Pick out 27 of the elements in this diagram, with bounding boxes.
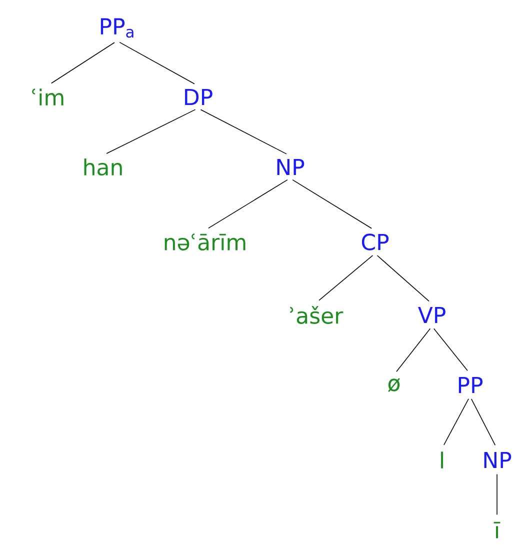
tree-branch <box>106 109 196 154</box>
tree-branch <box>470 398 496 446</box>
tree-branch <box>396 328 431 372</box>
category-label: VP <box>418 306 446 324</box>
tree-branch <box>376 255 430 302</box>
category-label: NP <box>484 452 512 468</box>
word-label: l <box>441 452 443 468</box>
tree-branch <box>208 179 288 229</box>
word-label: han <box>84 158 122 176</box>
category-label: PP$_{a}$ <box>100 18 134 38</box>
word-label: ʾašer <box>290 306 344 324</box>
tree-branch <box>50 42 115 84</box>
tree-branch <box>433 328 468 372</box>
word-label: ø <box>388 378 400 392</box>
tree-branch <box>119 42 195 84</box>
tree-branch <box>200 109 287 154</box>
word-label: nəʿārīm <box>164 233 246 251</box>
tree-branch <box>444 398 469 446</box>
word-label: ʿim <box>32 88 64 106</box>
word-label: ī <box>494 522 500 538</box>
category-label: CP <box>362 234 389 250</box>
category-label: DP <box>185 88 212 106</box>
category-label: NP <box>277 158 304 176</box>
tree-branch <box>292 179 372 229</box>
tree-branch <box>318 255 374 301</box>
category-label: PP <box>458 376 483 394</box>
tree-branch <box>496 474 498 516</box>
